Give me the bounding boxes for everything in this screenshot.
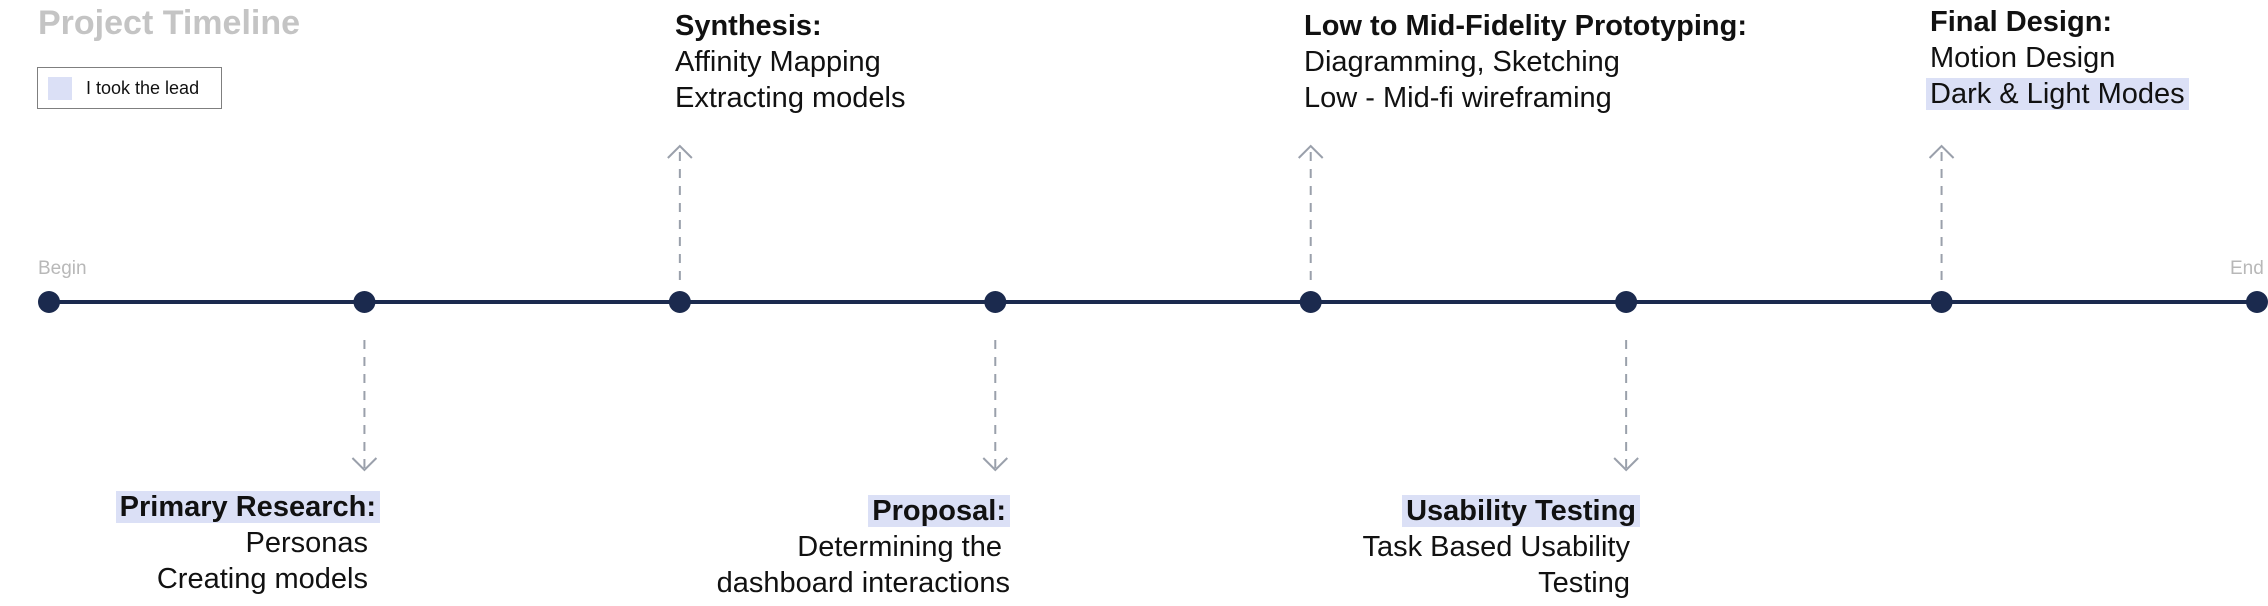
- phase-item: Diagramming, Sketching: [1304, 46, 1620, 78]
- milestone-node: [38, 291, 60, 313]
- end-label: End: [2230, 258, 2264, 279]
- phase-proposal: Proposal: Determining the dashboard inte…: [650, 493, 1010, 601]
- arrow-down-icon: [351, 457, 378, 472]
- milestone-node: [353, 291, 376, 313]
- arrow-up-icon: [667, 144, 693, 159]
- phase-item: Determining the: [797, 531, 1002, 563]
- milestone-node: [2246, 291, 2268, 313]
- milestone-node: [1615, 291, 1638, 313]
- milestone-nodes: [38, 291, 2268, 313]
- phase-item: dashboard interactions: [716, 567, 1010, 599]
- phase-heading: Synthesis:: [675, 10, 822, 42]
- phase-synthesis: Synthesis: Affinity Mapping Extracting m…: [675, 8, 906, 116]
- phase-item: Extracting models: [675, 82, 906, 114]
- phase-heading-lead: Proposal:: [650, 493, 1010, 529]
- page-title: Project Timeline: [38, 4, 301, 42]
- arrow-up-icon: [1298, 144, 1324, 159]
- phase-heading: Low to Mid-Fidelity Prototyping:: [1304, 10, 1747, 42]
- phase-item: Low - Mid-fi wireframing: [1304, 82, 1612, 114]
- milestone-node: [1299, 291, 1322, 313]
- milestone-node: [668, 291, 691, 313]
- milestone-node: [1930, 291, 1953, 313]
- phase-usability-testing: Usability Testing Task Based Usability T…: [1300, 493, 1640, 601]
- phase-item: Motion Design: [1930, 42, 2116, 74]
- arrow-down-icon: [982, 457, 1008, 472]
- legend-label: I took the lead: [86, 78, 200, 98]
- phase-heading: Final Design:: [1930, 6, 2113, 38]
- arrow-up-icon: [1928, 144, 1955, 159]
- phase-prototyping: Low to Mid-Fidelity Prototyping: Diagram…: [1304, 8, 1747, 116]
- legend: I took the lead: [37, 67, 222, 109]
- phase-heading-lead: Usability Testing: [1300, 493, 1640, 529]
- phase-item: Task Based Usability: [1362, 531, 1630, 563]
- phase-item: Affinity Mapping: [675, 46, 881, 78]
- begin-label: Begin: [38, 258, 87, 279]
- milestone-node: [984, 291, 1007, 313]
- phase-item: Testing: [1538, 567, 1630, 599]
- legend-swatch: [48, 77, 72, 100]
- phase-item: Personas: [245, 527, 368, 559]
- phase-heading-lead: Primary Research:: [80, 489, 380, 525]
- phase-final-design: Final Design: Motion Design Dark & Light…: [1926, 4, 2189, 112]
- phase-item: Creating models: [156, 563, 368, 595]
- phase-primary-research: Primary Research: Personas Creating mode…: [80, 489, 380, 597]
- phase-item-lead: Dark & Light Modes: [1926, 76, 2189, 112]
- connectors: [351, 144, 1955, 472]
- arrow-down-icon: [1613, 457, 1639, 472]
